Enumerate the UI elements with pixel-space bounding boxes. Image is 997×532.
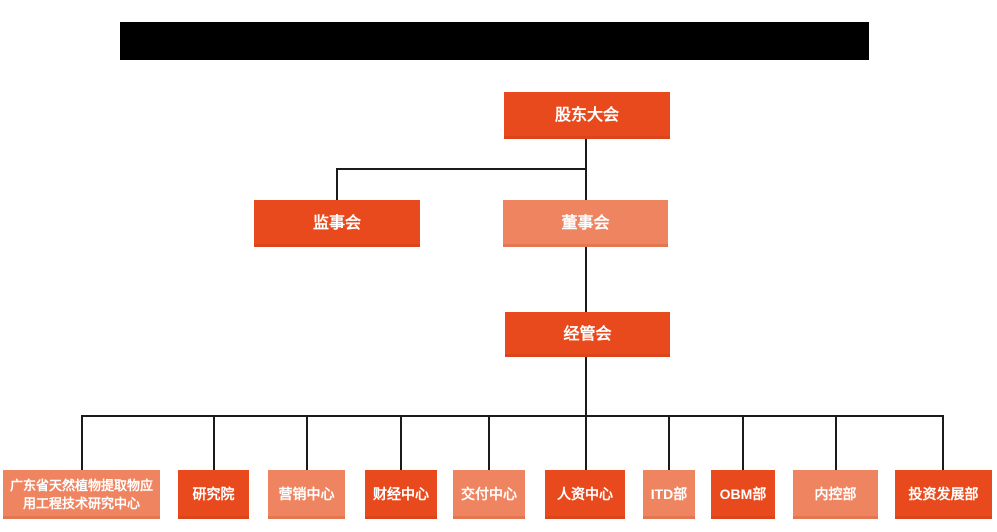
connector-board-to-management — [585, 247, 587, 312]
connector-drop-dept-6 — [585, 415, 587, 470]
org-box-itd-department: ITD部 — [643, 470, 695, 519]
redacted-title-bar — [120, 22, 869, 60]
org-box-board-of-directors: 董事会 — [503, 200, 668, 247]
connector-drop-dept-4 — [400, 415, 402, 470]
org-box-label: 监事会 — [312, 214, 361, 232]
org-box-label: OBM部 — [719, 486, 767, 503]
connector-level2-horizontal — [336, 168, 587, 170]
org-box-finance-center: 财经中心 — [365, 470, 437, 519]
connector-management-to-bus — [585, 357, 587, 416]
org-box-label: 内控部 — [814, 486, 857, 503]
org-box-shareholders-meeting: 股东大会 — [504, 92, 670, 139]
org-box-label: 股东大会 — [554, 106, 619, 124]
org-box-label: 董事会 — [561, 214, 610, 232]
org-box-investment-development-department: 投资发展部 — [895, 470, 992, 519]
org-box-internal-control-department: 内控部 — [793, 470, 878, 519]
org-box-research-institute: 研究院 — [178, 470, 249, 519]
org-box-label: 交付中心 — [461, 486, 517, 503]
connector-department-bus — [81, 415, 944, 417]
org-box-label: 广东省天然植物提取物应用工程技术研究中心 — [9, 477, 153, 511]
org-box-label: 研究院 — [192, 486, 235, 503]
org-box-obm-department: OBM部 — [711, 470, 775, 519]
connector-drop-dept-5 — [488, 415, 490, 470]
connector-drop-supervisory — [336, 168, 338, 200]
org-box-label: 经管会 — [563, 325, 612, 343]
connector-drop-dept-10 — [942, 415, 944, 470]
org-box-label: 人资中心 — [557, 486, 613, 503]
org-box-label: 财经中心 — [373, 486, 429, 503]
connector-drop-dept-2 — [213, 415, 215, 470]
org-box-hr-center: 人资中心 — [545, 470, 625, 519]
org-box-research-center: 广东省天然植物提取物应用工程技术研究中心 — [3, 470, 160, 519]
org-box-label: 投资发展部 — [908, 486, 979, 503]
connector-drop-dept-9 — [835, 415, 837, 470]
connector-drop-dept-1 — [81, 415, 83, 470]
connector-drop-dept-7 — [668, 415, 670, 470]
org-box-label: 营销中心 — [278, 486, 335, 503]
org-box-delivery-center: 交付中心 — [453, 470, 525, 519]
connector-drop-dept-3 — [306, 415, 308, 470]
connector-drop-dept-8 — [742, 415, 744, 470]
org-box-supervisory-board: 监事会 — [254, 200, 420, 247]
org-box-marketing-center: 营销中心 — [268, 470, 345, 519]
org-box-management-committee: 经管会 — [505, 312, 670, 357]
org-box-label: ITD部 — [650, 486, 688, 503]
